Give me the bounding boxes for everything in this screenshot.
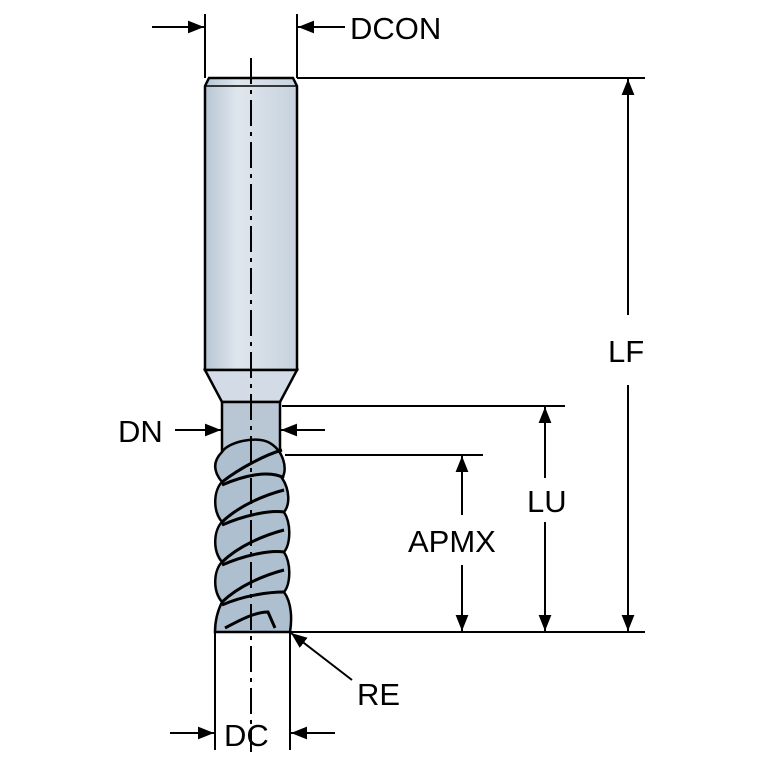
apmx-label: APMX (408, 524, 496, 559)
dcon-label: DCON (350, 11, 441, 46)
dn-label: DN (118, 414, 163, 449)
flute-helix-lines (220, 448, 285, 630)
lf-label: LF (608, 334, 644, 369)
end-mill-tool (202, 76, 300, 634)
re-label: RE (357, 677, 400, 712)
dc-label: DC (224, 718, 269, 753)
lu-label: LU (527, 484, 567, 519)
dimension-lines (152, 14, 645, 750)
